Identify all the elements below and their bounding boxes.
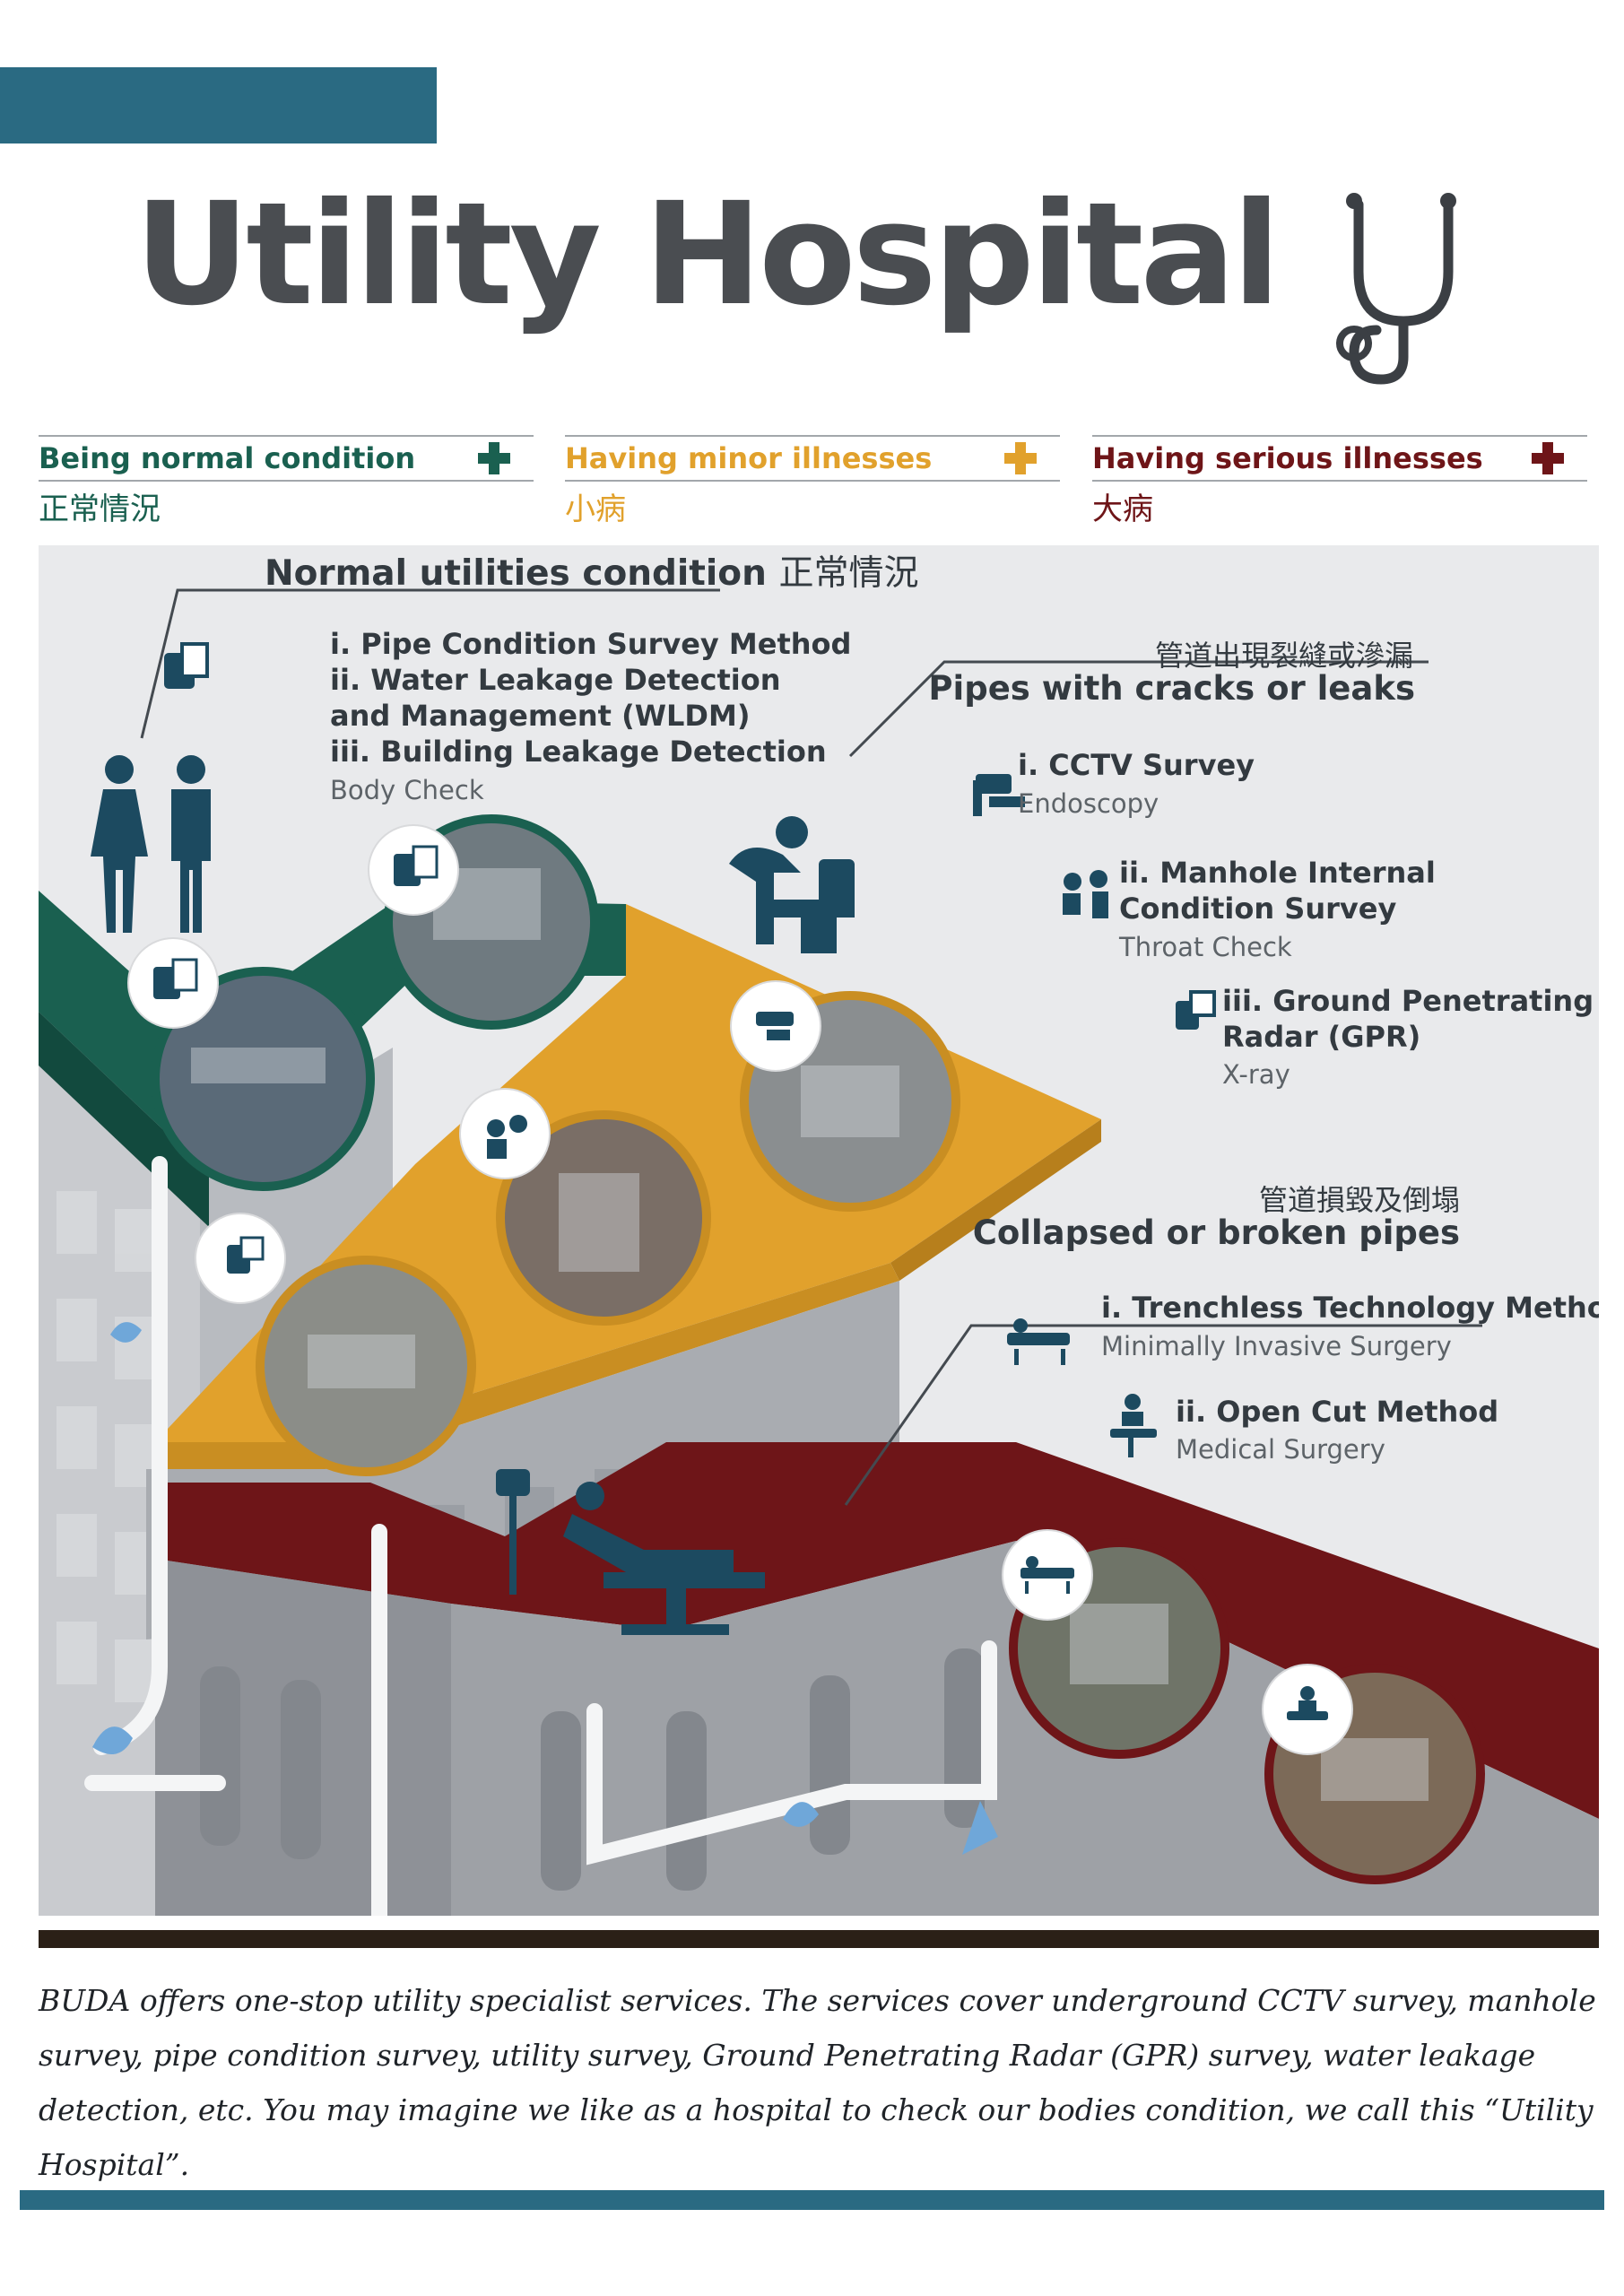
- manhole-title-2: Condition Survey: [1119, 891, 1397, 926]
- illustration-panel: Normal utilities condition 正常情況 i. Pipe …: [39, 545, 1599, 1916]
- gpr-sub: X-ray: [1222, 1059, 1290, 1090]
- trenchless-title: i. Trenchless Technology Method: [1101, 1291, 1599, 1325]
- gpr-title-2: Radar (GPR): [1222, 1020, 1421, 1054]
- collapsed-heading-en: Collapsed or broken pipes: [972, 1213, 1460, 1252]
- normal-item-3: iii. Building Leakage Detection: [330, 735, 827, 769]
- normal-item-1: i. Pipe Condition Survey Method: [330, 627, 852, 661]
- building-illustration: [39, 588, 1599, 1916]
- normal-heading-zh: 正常情況: [778, 553, 919, 594]
- page-title: Utility Hospital: [135, 172, 1281, 337]
- caption-text: BUDA offers one-stop utility specialist …: [39, 1983, 1596, 2182]
- stethoscope-icon: [1336, 193, 1456, 385]
- legend-label-zh: 大病: [1092, 491, 1153, 527]
- opencut-sub: Medical Surgery: [1176, 1434, 1385, 1465]
- legend-normal: Being normal condition 正常情況: [39, 435, 534, 532]
- normal-heading-en: Normal utilities condition: [265, 553, 767, 594]
- manhole-sub: Throat Check: [1119, 932, 1292, 962]
- normal-item-2: ii. Water Leakage Detection: [330, 663, 781, 697]
- legend-minor: Having minor illnesses 小病: [565, 435, 1060, 532]
- gpr-title-1: iii. Ground Penetrating: [1222, 984, 1594, 1018]
- legend-label-zh: 小病: [565, 491, 626, 527]
- bottom-accent-bar: [20, 2190, 1604, 2210]
- legend-serious: Having serious illnesses 大病: [1092, 435, 1587, 532]
- cracks-heading-zh: 管道出現裂縫或滲漏: [1154, 639, 1413, 673]
- collapsed-heading-zh: 管道損毀及倒塌: [1258, 1183, 1460, 1217]
- normal-heading: Normal utilities condition 正常情況: [265, 545, 918, 596]
- normal-item-2-cont: and Management (WLDM): [330, 699, 751, 733]
- plus-cross-icon: [1004, 442, 1037, 474]
- people-icon: [91, 755, 211, 933]
- section-divider: [39, 1930, 1599, 1948]
- trenchless-sub: Minimally Invasive Surgery: [1101, 1331, 1452, 1361]
- normal-sub: Body Check: [330, 775, 484, 805]
- legend-label: Having minor illnesses: [565, 435, 1060, 482]
- legend-label: Being normal condition: [39, 435, 534, 482]
- top-accent-bar: [0, 67, 437, 144]
- plus-cross-icon: [1532, 442, 1564, 474]
- opencut-title: ii. Open Cut Method: [1176, 1395, 1499, 1429]
- manhole-title-1: ii. Manhole Internal: [1119, 856, 1436, 890]
- cracks-heading-en: Pipes with cracks or leaks: [928, 669, 1415, 708]
- cctv-title: i. CCTV Survey: [1018, 748, 1255, 782]
- legend-label-zh: 正常情況: [39, 491, 161, 527]
- plus-cross-icon: [478, 442, 510, 474]
- legend-label: Having serious illnesses: [1092, 435, 1587, 482]
- cctv-sub: Endoscopy: [1018, 788, 1159, 819]
